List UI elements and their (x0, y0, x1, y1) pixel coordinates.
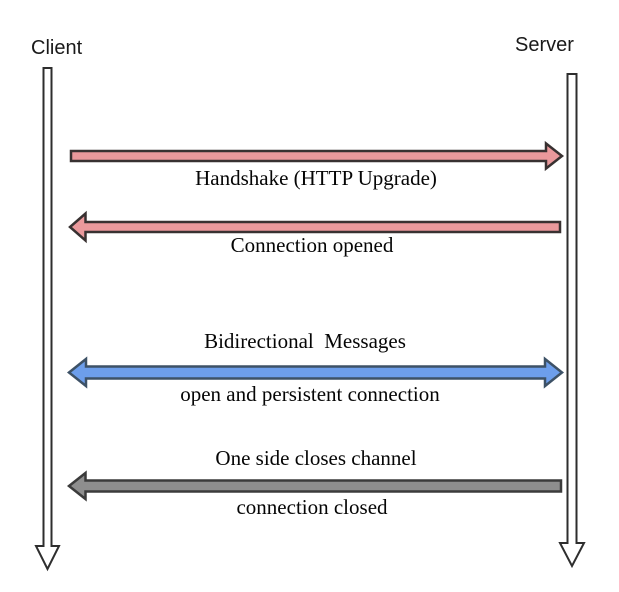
message-label-handshake: Handshake (HTTP Upgrade) (195, 166, 437, 190)
message-label-close-channel: One side closes channel (215, 446, 417, 470)
actor-label-client: Client (31, 37, 83, 59)
bidirectional-arrow (66, 356, 565, 389)
handshake-arrow (69, 140, 565, 172)
message-label-bidirectional-messages: Bidirectional Messages (204, 329, 406, 353)
close-channel-arrow (66, 470, 563, 502)
connection-opened-arrow (68, 210, 562, 244)
client-lifeline (34, 67, 61, 572)
message-sublabel-connection-closed: connection closed (236, 495, 388, 519)
actor-label-server: Server (515, 34, 574, 56)
message-label-connection-opened: Connection opened (230, 233, 394, 257)
server-lifeline (558, 73, 586, 569)
message-sublabel-persistent-connection: open and persistent connection (180, 382, 440, 406)
